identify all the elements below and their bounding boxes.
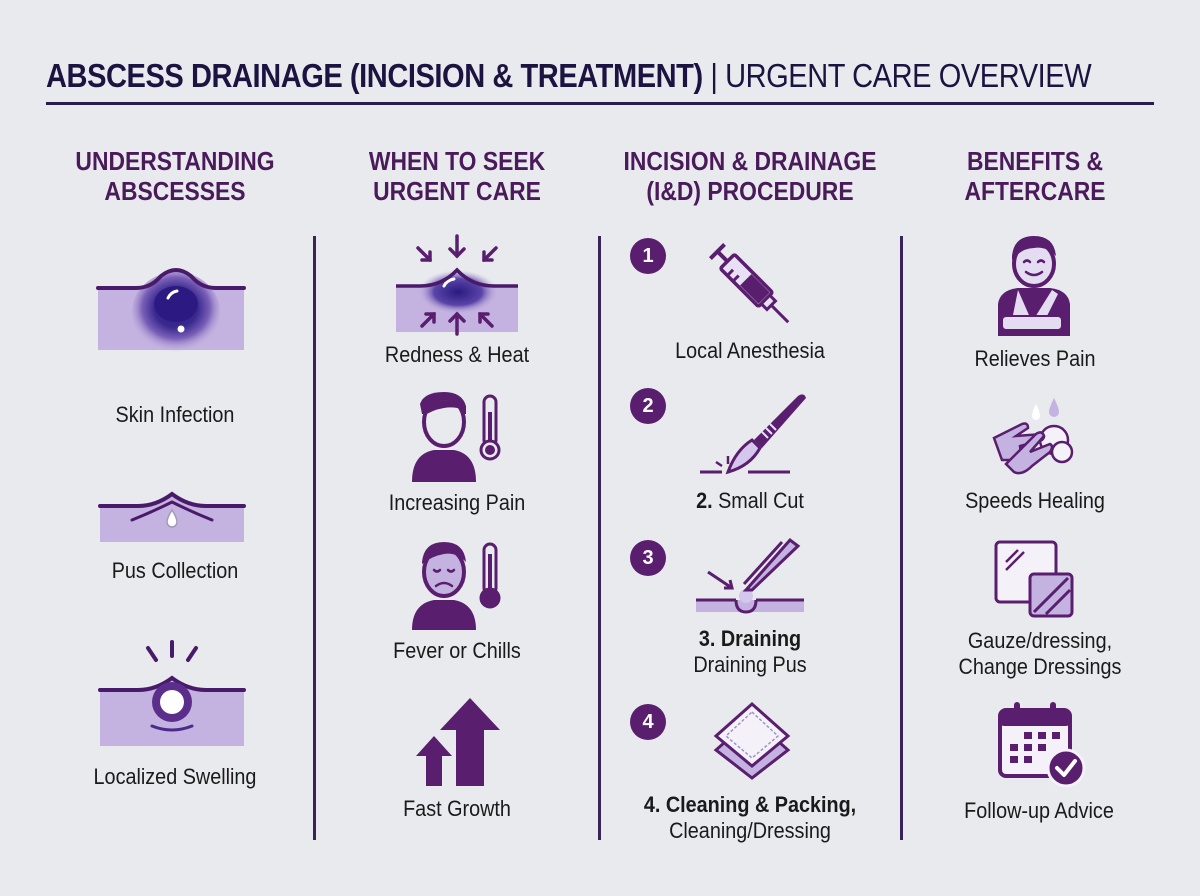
syringe-icon [708, 242, 790, 324]
list-item: Increasing Pain [322, 490, 592, 516]
page-header: ABSCESS DRAINAGE (INCISION & TREATMENT) … [46, 56, 1154, 106]
heading-line: INCISION & DRAINAGE [623, 146, 877, 176]
step-badge-1: 1 [630, 238, 666, 274]
item-label: Skin Infection [115, 402, 235, 427]
tweezers-drain-icon [696, 537, 804, 614]
step-badge-3: 3 [630, 540, 666, 576]
step-title: 4. Cleaning & Packing, [643, 792, 857, 817]
page-title: ABSCESS DRAINAGE (INCISION & TREATMENT) … [46, 56, 1092, 96]
title-main: ABSCESS DRAINAGE (INCISION & TREATMENT) [46, 57, 703, 94]
title-subtitle: URGENT CARE OVERVIEW [725, 57, 1092, 94]
procedure-step: 4. Cleaning & Packing, Cleaning/Dressing [600, 792, 900, 844]
hand-washing-icon [992, 398, 1074, 475]
column-heading-urgent-care: WHEN TO SEEK URGENT CARE [338, 146, 576, 206]
heading-line: WHEN TO SEEK [368, 146, 546, 176]
list-item: Localized Swelling [40, 764, 310, 790]
step-badge-4: 4 [630, 704, 666, 740]
heading-line: ABSCESSES [104, 176, 246, 206]
list-item: Speeds Healing [900, 488, 1170, 514]
title-underline [46, 102, 1154, 105]
list-item: Gauze/dressing, Change Dressings [900, 628, 1180, 680]
title-separator: | [702, 57, 726, 94]
procedure-step: Local Anesthesia [600, 338, 900, 364]
list-item: Fever or Chills [322, 638, 592, 664]
procedure-step: 3. Draining Draining Pus [600, 626, 900, 678]
item-label: Pus Collection [111, 558, 239, 583]
item-label: Gauze/dressing, [967, 628, 1113, 653]
heading-line: UNDERSTANDING [75, 146, 275, 176]
list-item: Pus Collection [40, 558, 310, 584]
person-thermometer-icon [412, 392, 501, 482]
heading-line: AFTERCARE [964, 176, 1106, 206]
item-label: Fever or Chills [393, 638, 521, 663]
column-divider [598, 236, 601, 840]
step-label: 2. Small Cut [615, 488, 885, 514]
step-bold-label: 3. Draining [615, 626, 885, 652]
list-item: Fast Growth [322, 796, 592, 822]
column-divider [313, 236, 316, 840]
item-label: Follow-up Advice [964, 798, 1114, 823]
gauze-pad-icon [713, 701, 791, 780]
item-label: Speeds Healing [965, 488, 1105, 513]
inflamed-skin-icon [396, 234, 518, 336]
heading-line: URGENT CARE [373, 176, 541, 206]
item-label: Relieves Pain [974, 346, 1096, 371]
person-sling-icon [998, 236, 1070, 336]
step-title: 3. Draining [698, 626, 802, 651]
step-label: Cleaning/Dressing [669, 818, 831, 843]
item-label: Increasing Pain [388, 490, 526, 515]
calendar-check-icon [998, 702, 1086, 788]
list-item: Redness & Heat [322, 342, 592, 368]
step-bold-label: 4. Cleaning & Packing, [615, 792, 885, 818]
scalpel-icon [700, 394, 806, 475]
step-badge-2: 2 [630, 388, 666, 424]
item-label: Fast Growth [403, 796, 511, 821]
skin-abscess-icon [96, 268, 246, 352]
dressing-squares-icon [994, 540, 1074, 618]
column-heading-aftercare: BENEFITS & AFTERCARE [916, 146, 1154, 206]
column-divider [900, 236, 903, 840]
swelling-icon [98, 640, 246, 746]
sick-person-thermometer-icon [412, 542, 501, 630]
column-heading-procedure: INCISION & DRAINAGE (I&D) PROCEDURE [618, 146, 882, 206]
item-label: Localized Swelling [93, 764, 257, 789]
up-arrows-icon [416, 698, 500, 786]
step-text: Small Cut [712, 488, 804, 513]
step-number-label: 2. [696, 488, 713, 513]
item-label: Redness & Heat [384, 342, 530, 367]
item-label: Change Dressings [958, 654, 1122, 679]
pus-drop-icon [98, 491, 246, 542]
list-item: Follow-up Advice [904, 798, 1174, 824]
column-heading-understanding: UNDERSTANDING ABSCESSES [56, 146, 294, 206]
list-item: Relieves Pain [900, 346, 1170, 372]
procedure-step: 2. Small Cut [600, 488, 900, 514]
heading-line: BENEFITS & [966, 146, 1104, 176]
step-label: Draining Pus [693, 652, 807, 677]
list-item: Skin Infection [40, 402, 310, 428]
step-label: Local Anesthesia [675, 338, 825, 363]
heading-line: (I&D) PROCEDURE [646, 176, 854, 206]
